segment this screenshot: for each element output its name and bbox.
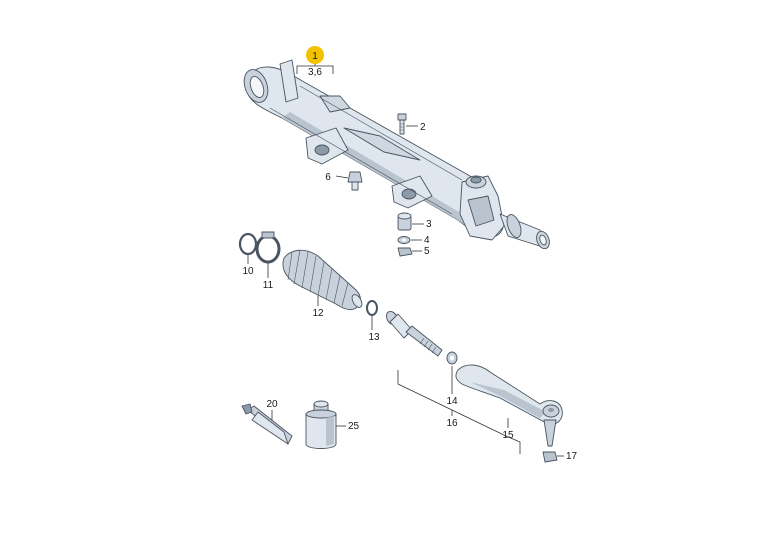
callout-3: 3 bbox=[426, 219, 432, 230]
highlight-callout-1[interactable]: 1 3,6 bbox=[296, 46, 334, 78]
tie-rod-end-part-15[interactable] bbox=[455, 364, 563, 447]
clamp-part-11[interactable] bbox=[255, 231, 281, 264]
tie-rod-part-14[interactable] bbox=[384, 309, 443, 357]
fitting-part-6[interactable] bbox=[347, 171, 363, 191]
callout-13: 13 bbox=[368, 332, 380, 343]
callout-10: 10 bbox=[242, 266, 254, 277]
bush-part-3[interactable] bbox=[397, 212, 412, 231]
grease-tub-part-25[interactable] bbox=[305, 400, 337, 449]
callout-6: 6 bbox=[325, 172, 331, 183]
callout-15: 15 bbox=[502, 430, 514, 441]
nut-part-17[interactable] bbox=[542, 451, 558, 463]
highlight-sub-label: 3,6 bbox=[308, 67, 322, 78]
nut-part-5[interactable] bbox=[397, 247, 413, 257]
callout-5: 5 bbox=[424, 246, 430, 257]
clip-part-13[interactable] bbox=[366, 300, 378, 316]
highlight-number: 1 bbox=[312, 51, 318, 62]
boot-part-12[interactable] bbox=[282, 249, 364, 311]
nut-part-14b[interactable] bbox=[446, 351, 458, 365]
callout-20: 20 bbox=[266, 399, 278, 410]
washer-part-4[interactable] bbox=[397, 236, 411, 244]
steering-rack-housing[interactable] bbox=[240, 59, 552, 251]
callout-14: 14 bbox=[446, 396, 458, 407]
callout-12: 12 bbox=[312, 308, 324, 319]
callout-4: 4 bbox=[424, 235, 430, 246]
bracket-line-16 bbox=[397, 370, 521, 454]
grease-tube-part-20[interactable] bbox=[241, 403, 293, 445]
bolt-part-2[interactable] bbox=[397, 113, 407, 135]
callout-17: 17 bbox=[566, 451, 578, 462]
callout-25: 25 bbox=[348, 421, 360, 432]
highlight-badge bbox=[306, 46, 324, 64]
callout-2: 2 bbox=[420, 122, 426, 133]
ring-part-10[interactable] bbox=[238, 232, 258, 256]
callout-16: 16 bbox=[446, 418, 458, 429]
callout-11: 11 bbox=[263, 280, 274, 291]
